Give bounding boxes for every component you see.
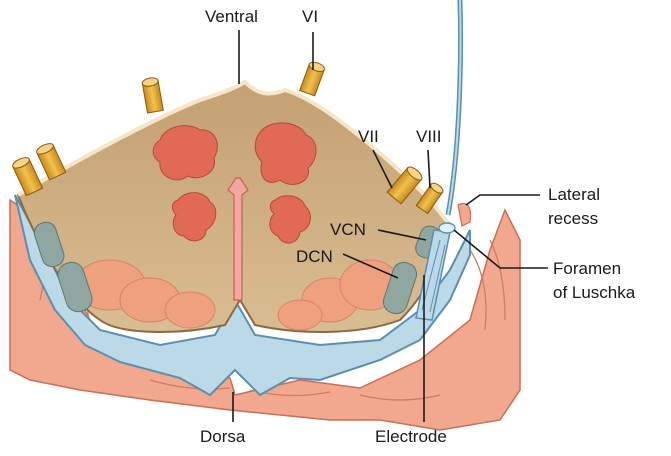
label-lateral-recess-2: recess <box>548 209 598 228</box>
label-vii: VII <box>358 127 379 146</box>
label-foramen-2: of Luschka <box>553 283 636 302</box>
label-viii: VIII <box>416 127 442 146</box>
lateral-recess <box>458 204 471 226</box>
label-vcn: VCN <box>330 220 366 239</box>
label-vi: VI <box>302 7 318 26</box>
label-dorsa: Dorsa <box>200 427 246 446</box>
nerve-left-3 <box>142 77 164 113</box>
label-foramen-1: Foramen <box>553 259 621 278</box>
label-ventral: Ventral <box>205 7 258 26</box>
label-lateral-recess-1: Lateral <box>548 185 600 204</box>
nerve-left-2 <box>35 141 66 179</box>
label-dcn: DCN <box>296 247 333 266</box>
label-electrode: Electrode <box>375 427 447 446</box>
nerve-left-1 <box>11 155 43 195</box>
